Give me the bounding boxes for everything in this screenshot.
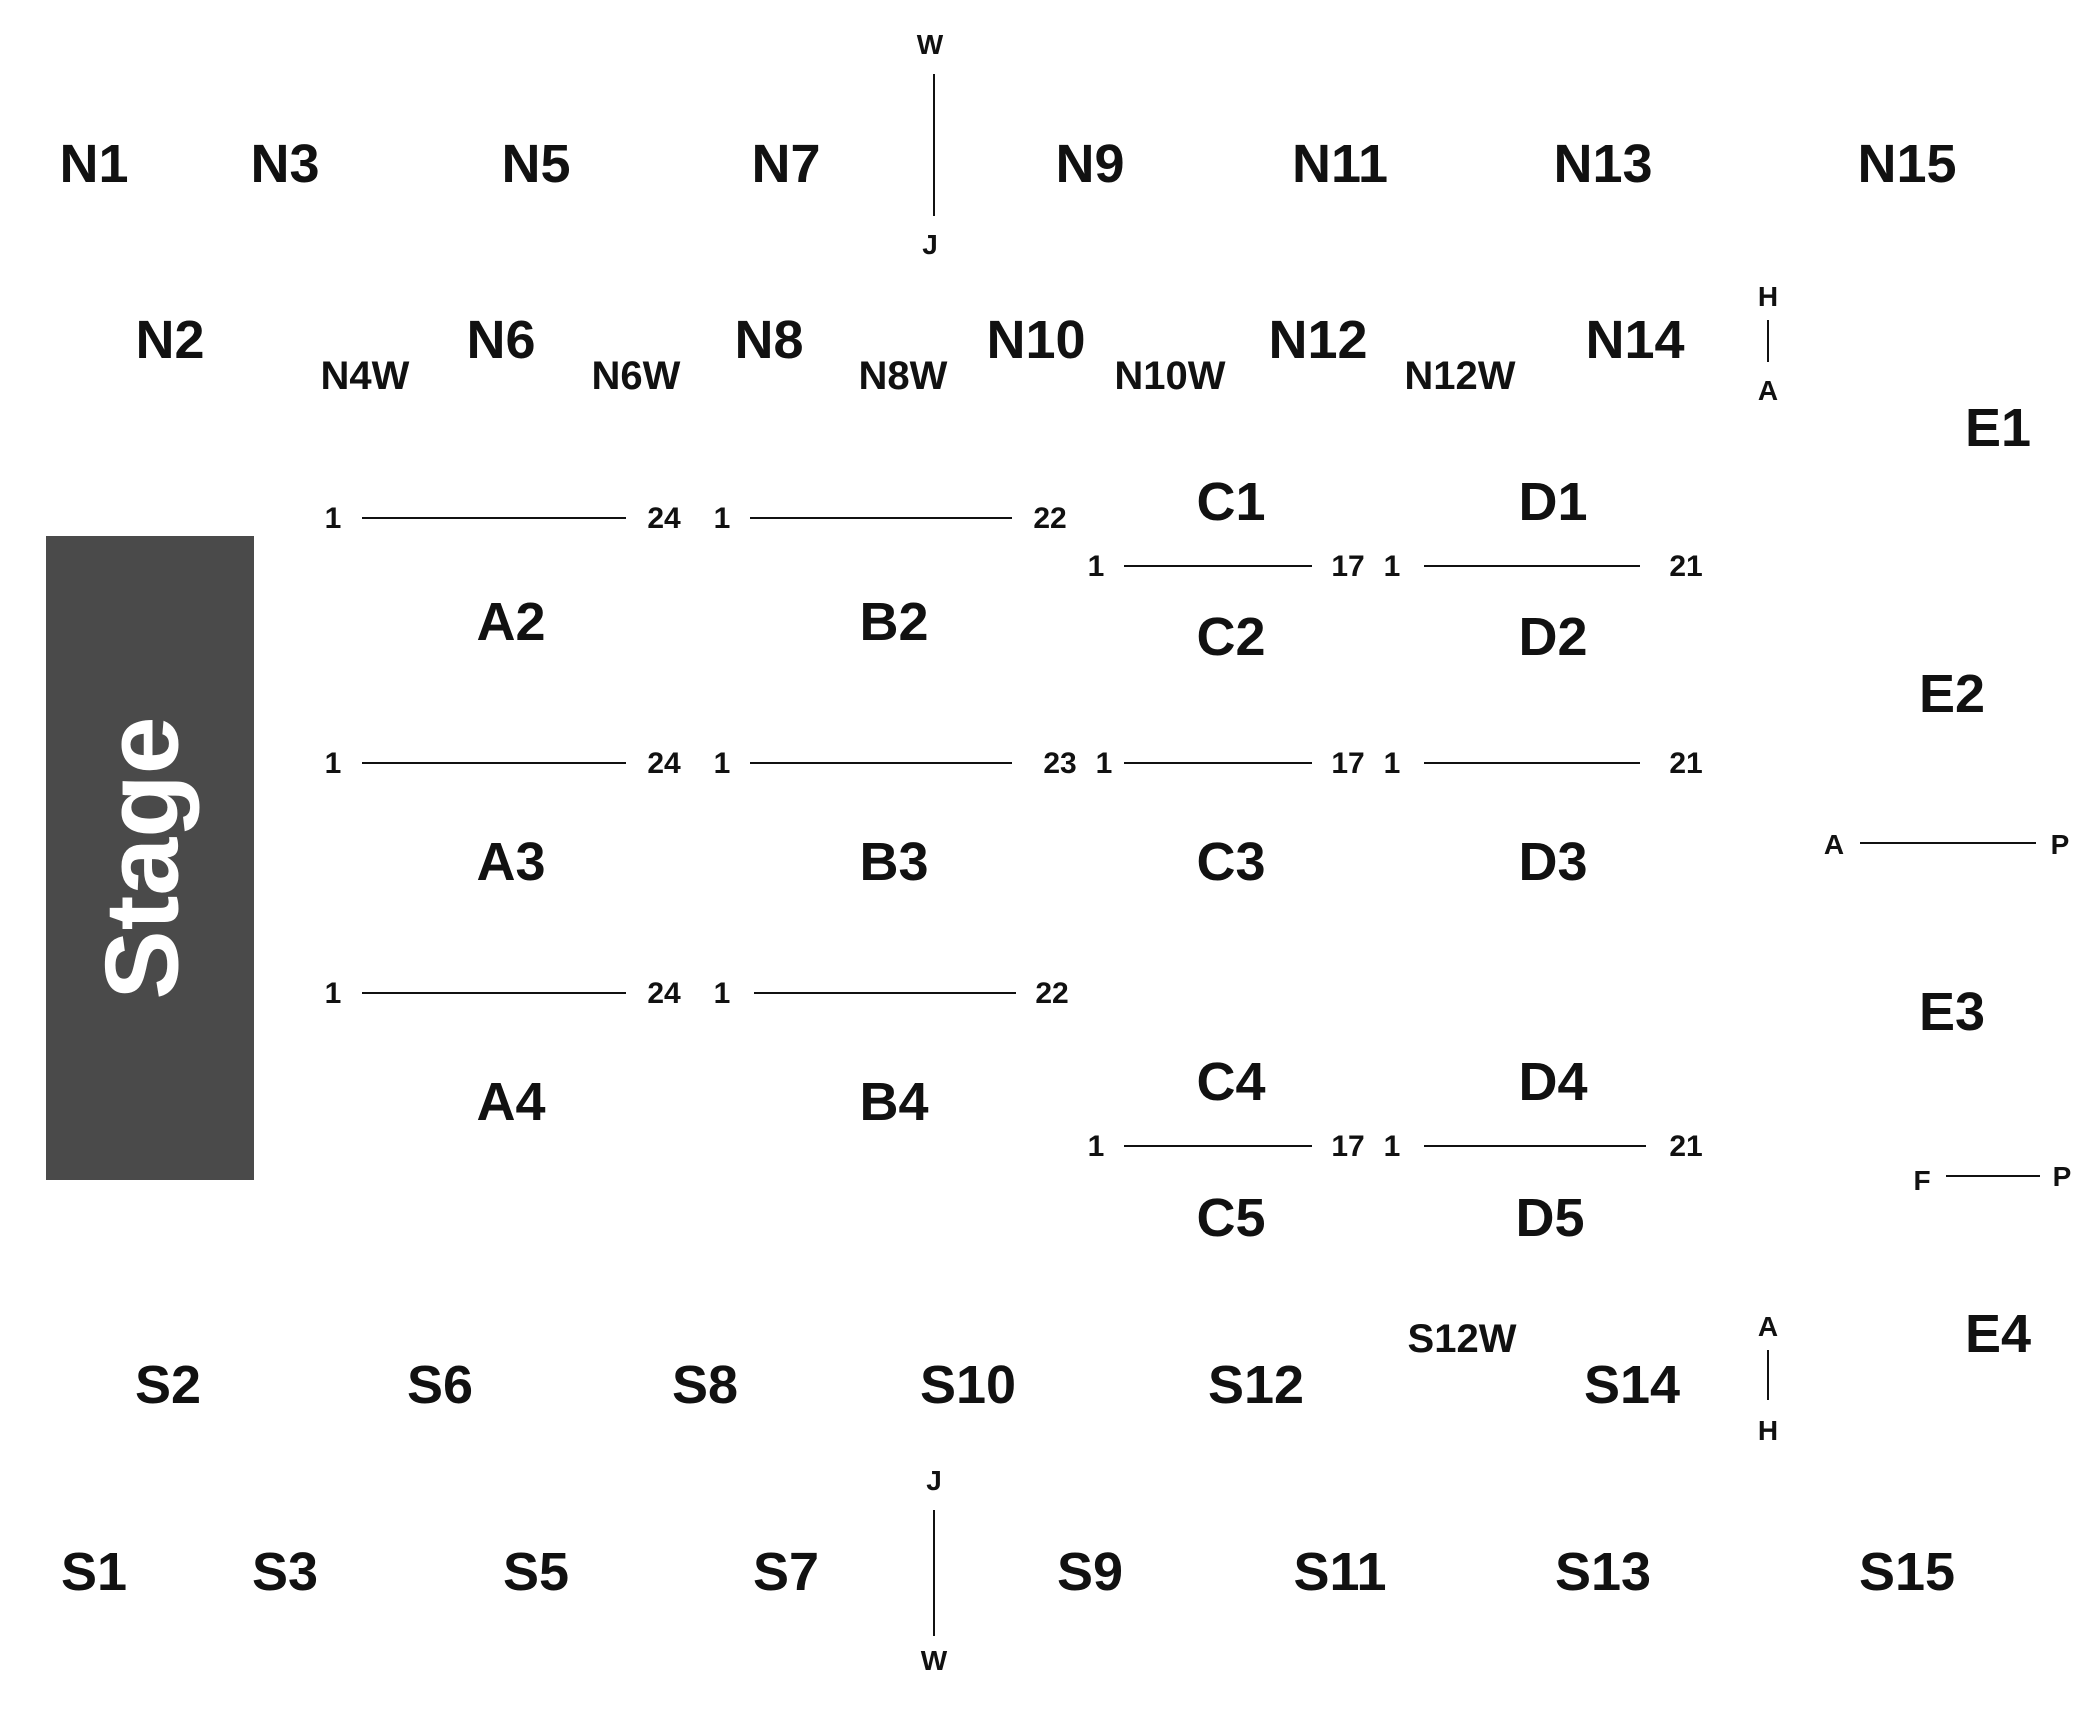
row-marker-right: P — [2051, 829, 2070, 860]
section-n5[interactable]: N5 — [501, 134, 570, 194]
seat-range-end: 24 — [647, 977, 681, 1010]
section-n13[interactable]: N13 — [1553, 134, 1652, 194]
seat-range-start: 1 — [325, 502, 342, 535]
seat-range-end: 17 — [1331, 550, 1364, 583]
section-e3[interactable]: E3 — [1919, 982, 1985, 1042]
row-marker-bottom: A — [1758, 375, 1778, 406]
section-n14[interactable]: N14 — [1585, 310, 1684, 370]
section-d1[interactable]: D1 — [1518, 472, 1587, 532]
section-b4[interactable]: B4 — [859, 1072, 928, 1132]
section-a3[interactable]: A3 — [476, 832, 545, 892]
section-n6[interactable]: N6 — [466, 310, 535, 370]
section-d5[interactable]: D5 — [1515, 1188, 1584, 1248]
section-n11[interactable]: N11 — [1292, 134, 1388, 194]
section-s1[interactable]: S1 — [61, 1542, 127, 1602]
section-s7[interactable]: S7 — [753, 1542, 819, 1602]
row-marker-top: J — [926, 1465, 942, 1496]
seat-range-end: 21 — [1669, 1130, 1702, 1163]
row-marker-bottom: W — [921, 1645, 948, 1676]
seat-range-start: 1 — [1384, 747, 1401, 780]
row-marker-left: F — [1913, 1165, 1930, 1196]
stage-label: Stage — [84, 716, 200, 999]
seat-range-start: 1 — [714, 977, 731, 1010]
seat-range-start: 1 — [1384, 550, 1401, 583]
section-d3[interactable]: D3 — [1518, 832, 1587, 892]
section-n4w[interactable]: N4W — [321, 354, 410, 398]
seat-range-start: 1 — [325, 747, 342, 780]
section-n2[interactable]: N2 — [135, 310, 204, 370]
seat-range-start: 1 — [714, 747, 731, 780]
section-n15[interactable]: N15 — [1857, 134, 1956, 194]
seat-range-end: 24 — [647, 502, 681, 535]
section-b3[interactable]: B3 — [859, 832, 928, 892]
seat-range-start: 1 — [714, 502, 731, 535]
row-marker-top: W — [917, 29, 944, 60]
seat-range-end: 21 — [1669, 747, 1702, 780]
section-e1[interactable]: E1 — [1965, 398, 2031, 458]
section-s15[interactable]: S15 — [1859, 1542, 1955, 1602]
row-marker-top: A — [1758, 1311, 1778, 1342]
seat-range-start: 1 — [1384, 1130, 1401, 1163]
row-marker-bottom: J — [922, 229, 938, 260]
section-c5[interactable]: C5 — [1196, 1188, 1265, 1248]
section-e4[interactable]: E4 — [1965, 1304, 2031, 1364]
section-s14[interactable]: S14 — [1584, 1355, 1680, 1415]
section-e2[interactable]: E2 — [1919, 664, 1985, 724]
seat-range-end: 17 — [1331, 1130, 1364, 1163]
section-d2[interactable]: D2 — [1518, 607, 1587, 667]
section-n7[interactable]: N7 — [751, 134, 820, 194]
section-c4[interactable]: C4 — [1196, 1052, 1265, 1112]
section-n10w[interactable]: N10W — [1114, 354, 1225, 398]
seat-range-end: 24 — [647, 747, 681, 780]
section-n1[interactable]: N1 — [59, 134, 128, 194]
seat-range-start: 1 — [1088, 1130, 1105, 1163]
section-n10[interactable]: N10 — [986, 310, 1085, 370]
section-s3[interactable]: S3 — [252, 1542, 318, 1602]
row-marker-bottom: H — [1758, 1415, 1778, 1446]
seat-range-end: 17 — [1331, 747, 1364, 780]
section-s8[interactable]: S8 — [672, 1355, 738, 1415]
section-n3[interactable]: N3 — [250, 134, 319, 194]
section-s11[interactable]: S11 — [1293, 1542, 1386, 1602]
section-s13[interactable]: S13 — [1555, 1542, 1651, 1602]
section-s5[interactable]: S5 — [503, 1542, 569, 1602]
section-s2[interactable]: S2 — [135, 1355, 201, 1415]
section-n8w[interactable]: N8W — [859, 354, 948, 398]
seat-range-end: 22 — [1035, 977, 1068, 1010]
section-n12w[interactable]: N12W — [1404, 354, 1515, 398]
section-a2[interactable]: A2 — [476, 592, 545, 652]
section-b2[interactable]: B2 — [859, 592, 928, 652]
stage-block[interactable] — [46, 536, 254, 1180]
row-marker-right: P — [2053, 1161, 2072, 1192]
section-d4[interactable]: D4 — [1518, 1052, 1587, 1112]
seat-range-end: 22 — [1033, 502, 1066, 535]
seat-range-start: 1 — [325, 977, 342, 1010]
section-c3[interactable]: C3 — [1196, 832, 1265, 892]
section-n6w[interactable]: N6W — [592, 354, 681, 398]
section-s12[interactable]: S12 — [1208, 1355, 1304, 1415]
section-s9[interactable]: S9 — [1057, 1542, 1123, 1602]
section-a4[interactable]: A4 — [476, 1072, 545, 1132]
section-c2[interactable]: C2 — [1196, 607, 1265, 667]
section-s12w[interactable]: S12W — [1408, 1317, 1517, 1361]
section-s6[interactable]: S6 — [407, 1355, 473, 1415]
row-marker-top: H — [1758, 281, 1778, 312]
row-marker-left: A — [1824, 829, 1844, 860]
section-n12[interactable]: N12 — [1268, 310, 1367, 370]
section-s10[interactable]: S10 — [920, 1355, 1016, 1415]
section-n8[interactable]: N8 — [734, 310, 803, 370]
section-n9[interactable]: N9 — [1055, 134, 1124, 194]
seat-range-end: 21 — [1669, 550, 1702, 583]
seat-range-end: 23 — [1043, 747, 1076, 780]
section-c1[interactable]: C1 — [1196, 472, 1265, 532]
seat-range-start: 1 — [1088, 550, 1105, 583]
seat-range-start: 1 — [1096, 747, 1113, 780]
